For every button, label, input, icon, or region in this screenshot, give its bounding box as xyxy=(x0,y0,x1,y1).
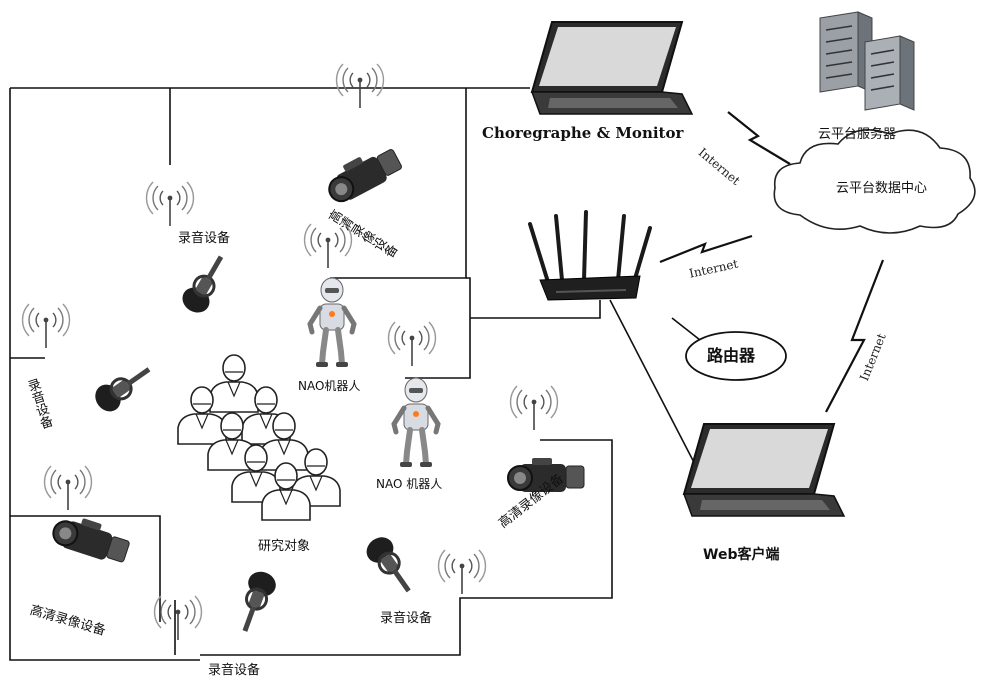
research-subjects-label: 研究对象 xyxy=(258,539,311,554)
wireless-signal-icon xyxy=(153,595,203,641)
wireless-signal-icon xyxy=(437,549,487,595)
server-icon xyxy=(819,11,915,111)
nao-robot-icon xyxy=(310,278,354,367)
laptop-icon-web-client xyxy=(683,423,845,517)
wireless-signal-icon xyxy=(145,181,195,227)
web-client-label: Web客户端 xyxy=(703,547,780,563)
internet-link-web xyxy=(825,259,885,413)
cloud-server-label: 云平台服务器 xyxy=(818,127,897,142)
router-icon xyxy=(528,210,652,301)
laptop-icon-choregraphe xyxy=(531,21,693,115)
camcorder-icon xyxy=(320,140,406,209)
internet-link-choregraphe xyxy=(727,111,791,165)
router-label-ring xyxy=(685,331,787,381)
wireless-signal-icon xyxy=(335,63,385,109)
wired-connections xyxy=(9,87,717,661)
nao-robot-icon xyxy=(394,378,438,467)
nao-robot-label-2: NAO 机器人 xyxy=(376,477,443,491)
microphone-icon xyxy=(360,530,422,601)
nao-robot-label-1: NAO机器人 xyxy=(298,379,361,393)
cloud-center-label: 云平台数据中心 xyxy=(836,181,928,196)
wireless-signal-icon xyxy=(387,321,437,367)
choregraphe-label: Choregraphe & Monitor xyxy=(482,124,684,142)
internet-link-router xyxy=(659,234,753,264)
router-label: 路由器 xyxy=(707,346,756,365)
wireless-signal-icon xyxy=(509,385,559,431)
wireless-signal-icon xyxy=(43,465,93,511)
audio-device-label-bottom-right: 录音设备 xyxy=(380,611,433,626)
audio-device-label-top: 录音设备 xyxy=(178,231,231,246)
audio-device-label-bottom: 录音设备 xyxy=(208,663,261,678)
microphone-icon xyxy=(88,356,159,418)
microphone-icon xyxy=(176,248,235,319)
wireless-signal-icon xyxy=(21,303,71,349)
microphone-icon xyxy=(230,566,281,638)
cloud-icon xyxy=(773,128,976,234)
camcorder-icon xyxy=(48,509,134,568)
